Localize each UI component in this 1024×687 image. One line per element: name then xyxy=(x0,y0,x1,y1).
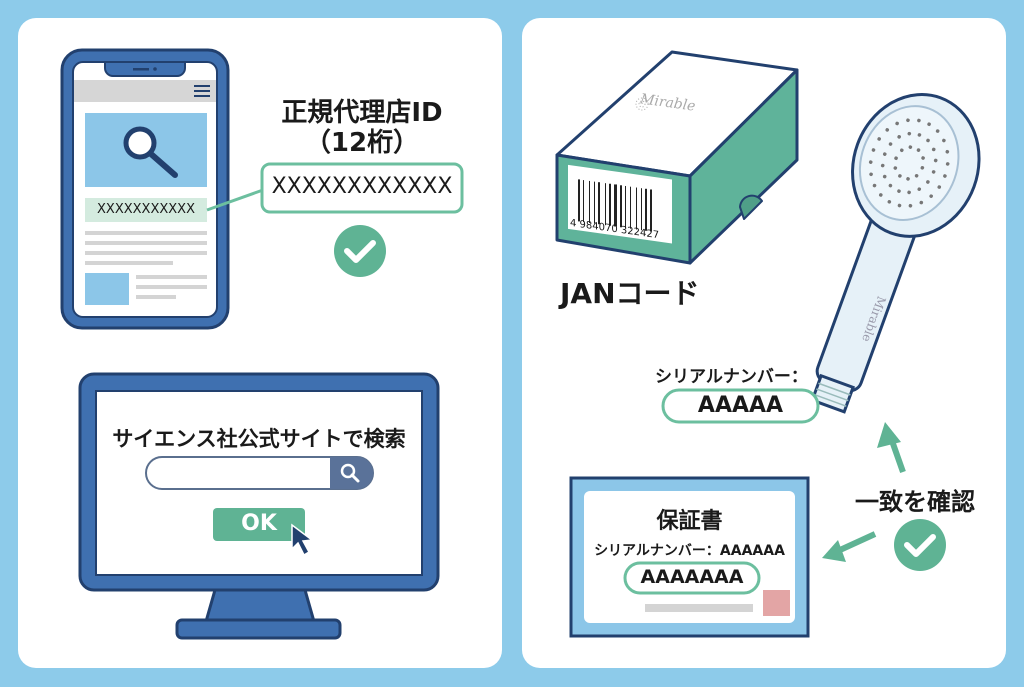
barcode xyxy=(578,179,652,232)
nozzle-dot xyxy=(885,128,890,132)
smartphone xyxy=(60,48,230,330)
nozzle-dot xyxy=(929,194,933,198)
nozzle-dot xyxy=(917,187,922,191)
barcode-bar xyxy=(609,183,611,226)
barcode-bar xyxy=(636,187,637,230)
nozzle-dot xyxy=(888,142,893,146)
nozzle-dot xyxy=(898,174,902,178)
menu-icon xyxy=(194,85,210,97)
barcode-bar xyxy=(583,180,584,223)
nozzle-dot xyxy=(871,148,876,152)
connector-line xyxy=(206,188,264,212)
nozzle-dot xyxy=(897,135,901,139)
monitor-heading: サイエンス社公式サイトで検索 xyxy=(112,427,406,451)
nozzle-dot xyxy=(882,174,887,179)
dealer-id-subtitle: （12桁） xyxy=(304,128,420,158)
ok-button-label[interactable]: OK xyxy=(241,511,277,536)
nozzle-dot xyxy=(906,177,910,181)
nozzle-dot xyxy=(933,158,938,163)
nozzle-dot xyxy=(882,152,887,156)
check-circle-icon xyxy=(334,225,386,277)
nozzle-dot xyxy=(888,183,893,188)
nozzle-dot xyxy=(899,148,904,153)
barcode-bar xyxy=(641,188,642,231)
magnifier-icon xyxy=(123,126,178,178)
nozzle-dot xyxy=(897,189,901,193)
nozzle-dot xyxy=(872,183,877,188)
nozzle-dot xyxy=(917,118,921,123)
nozzle-dot xyxy=(908,203,913,208)
warranty-title: 保証書 xyxy=(656,509,723,534)
barcode-bar xyxy=(578,179,580,222)
id-box xyxy=(260,162,464,214)
dealer-id-title: 正規代理店ID xyxy=(281,98,443,128)
nozzle-dot xyxy=(931,170,936,174)
nozzle-dot xyxy=(942,138,946,143)
barcode-bar xyxy=(594,181,595,224)
warranty-serial-line: シリアルナンバー：AAAAAA xyxy=(594,543,785,559)
nozzle-dot xyxy=(917,133,922,137)
arrow-left-icon xyxy=(822,531,877,562)
cursor-icon xyxy=(291,523,314,557)
nozzle-dot xyxy=(897,203,902,208)
barcode-bar xyxy=(598,182,600,225)
nozzle-dot xyxy=(893,166,898,170)
nozzle-dot xyxy=(906,118,910,123)
nozzle-dot xyxy=(880,163,885,168)
nozzle-dot xyxy=(919,200,924,205)
barcode-bar xyxy=(650,189,652,232)
nozzle-dot xyxy=(894,156,898,161)
nozzle-dot xyxy=(877,137,881,141)
nozzle-dot xyxy=(943,174,947,178)
nozzle-dot xyxy=(926,138,930,143)
barcode-bar xyxy=(630,186,631,229)
dealer-id-value: XXXXXXXXXXXX xyxy=(271,174,453,199)
ok-button xyxy=(213,508,305,541)
barcode-bar xyxy=(645,188,647,231)
barcode-bar xyxy=(614,184,617,227)
arrow-up-icon xyxy=(877,422,906,473)
nozzle-dot xyxy=(907,131,912,136)
nozzle-dot xyxy=(868,160,873,164)
barcode-bar xyxy=(605,183,606,226)
nozzle-dot xyxy=(887,200,892,204)
shower-head xyxy=(810,93,981,414)
barcode-bar xyxy=(625,185,626,228)
barcode-bar xyxy=(620,185,622,228)
nozzle-dot xyxy=(926,180,930,184)
nozzle-dot xyxy=(878,193,883,197)
match-label: 一致を確認 xyxy=(855,488,975,516)
serial-pill xyxy=(661,388,820,424)
nozzle-dot xyxy=(945,162,950,166)
nozzle-dot xyxy=(908,145,913,149)
nozzle-dot xyxy=(920,166,925,170)
warranty-serial-value: AAAAAAA xyxy=(640,566,744,588)
warranty-card xyxy=(569,476,810,638)
nozzle-dot xyxy=(927,122,931,127)
barcode-bar xyxy=(589,180,590,223)
check-circle-icon xyxy=(894,519,946,571)
nozzle-dot xyxy=(869,172,873,177)
nozzle-dot xyxy=(931,147,936,152)
nozzle-dot xyxy=(937,185,942,189)
nozzle-dot xyxy=(907,190,911,195)
serial-label: シリアルナンバー： xyxy=(655,367,808,387)
nozzle-dot xyxy=(895,121,899,126)
nozzle-dot xyxy=(916,148,921,152)
monitor xyxy=(78,372,440,640)
seal-stamp xyxy=(763,590,790,616)
nozzle-dot xyxy=(945,149,950,154)
jan-code-label: JANコード xyxy=(560,277,700,310)
phone-id-strip: XXXXXXXXXXX xyxy=(97,202,195,217)
mirable-logo-icon xyxy=(635,97,649,111)
nozzle-dot xyxy=(914,173,919,178)
search-icon xyxy=(340,463,360,483)
nozzle-dot xyxy=(921,156,925,160)
nozzle-dot xyxy=(935,129,940,133)
serial-value: AAAAA xyxy=(697,393,784,418)
